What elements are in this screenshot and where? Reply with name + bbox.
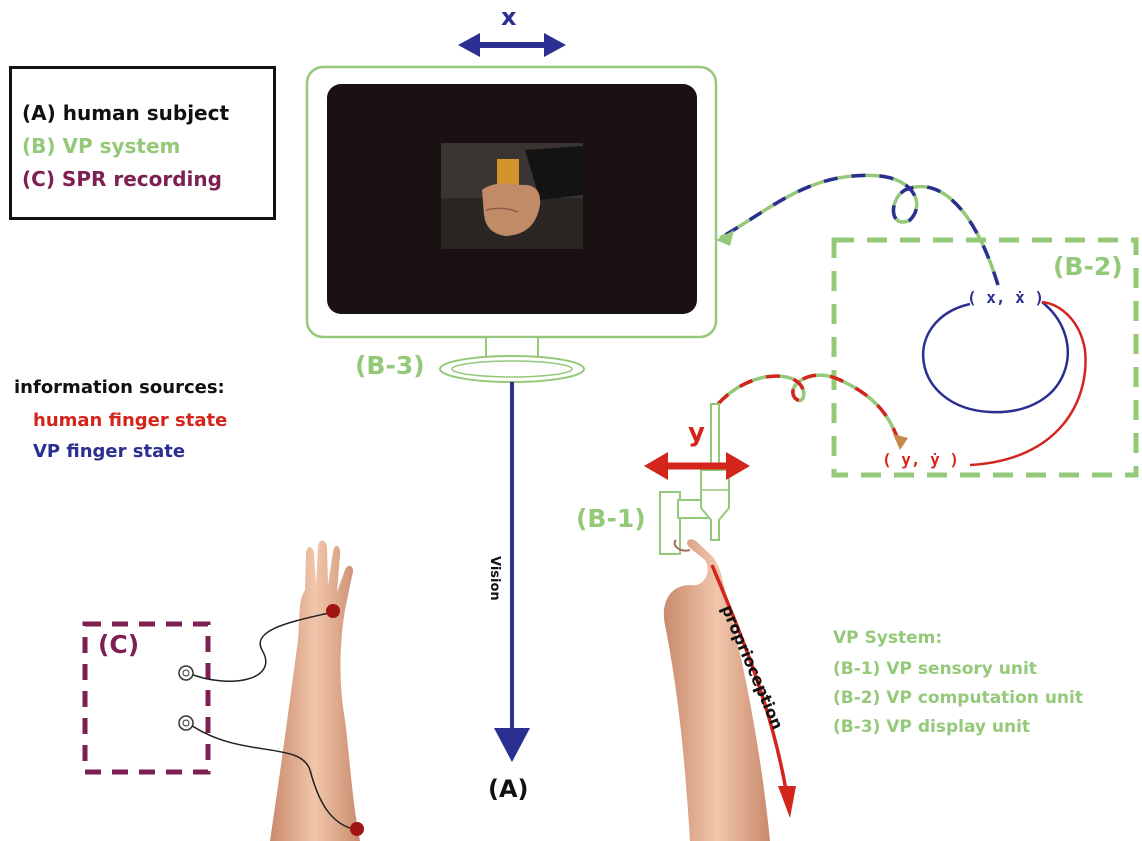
b3-label: (B-3) [355, 351, 425, 380]
y-axis-arrow [644, 452, 750, 480]
b2-dashed-box [831, 237, 1139, 478]
wire-sensor-arrowhead [893, 434, 908, 450]
legend-box [9, 66, 276, 220]
vp-system-b1: (B-1) VP sensory unit [833, 659, 1037, 679]
vp-system-b3: (B-3) VP display unit [833, 717, 1031, 737]
info-source-human: human finger state [33, 410, 228, 431]
wire-display-arrowhead [716, 230, 734, 246]
state-y-label: ( y, ẏ ) [882, 450, 960, 469]
vp-system-title: VP System: [833, 628, 943, 648]
vision-label: Vision [487, 556, 502, 601]
proprioception-arrow [710, 564, 788, 791]
proprioception-arrowhead [778, 786, 796, 818]
c-dashed-box [82, 621, 211, 775]
legend-spr-recording: (C) SPR recording [22, 167, 222, 191]
wire-sensor-red [716, 373, 902, 446]
legend-vp-system: (B) VP system [22, 134, 181, 158]
electrode-icon [178, 604, 364, 836]
y-axis-label: y [688, 418, 705, 448]
x-axis-label: x [501, 3, 517, 31]
info-source-vp: VP finger state [33, 441, 186, 462]
legend-human-subject: (A) human subject [22, 101, 230, 125]
hand-photo [441, 143, 583, 249]
forearm-left [270, 540, 360, 841]
c-label: (C) [98, 630, 140, 659]
a-label: (A) [488, 775, 529, 803]
info-sources-title: information sources: [14, 377, 225, 398]
forearm-right [663, 539, 770, 841]
loop-blue [921, 301, 1069, 414]
x-axis-arrow [458, 33, 566, 57]
vp-system-b2: (B-2) VP computation unit [833, 688, 1083, 708]
b1-label: (B-1) [576, 504, 646, 533]
wire-sensor-green [716, 373, 902, 446]
b2-label: (B-2) [1053, 252, 1123, 281]
loop-red [969, 300, 1087, 467]
wire-display-blue [719, 173, 1000, 286]
vision-arrow [494, 382, 530, 762]
state-x-label: ( x, ẋ ) [967, 288, 1045, 307]
wire-display-green [719, 173, 1000, 286]
